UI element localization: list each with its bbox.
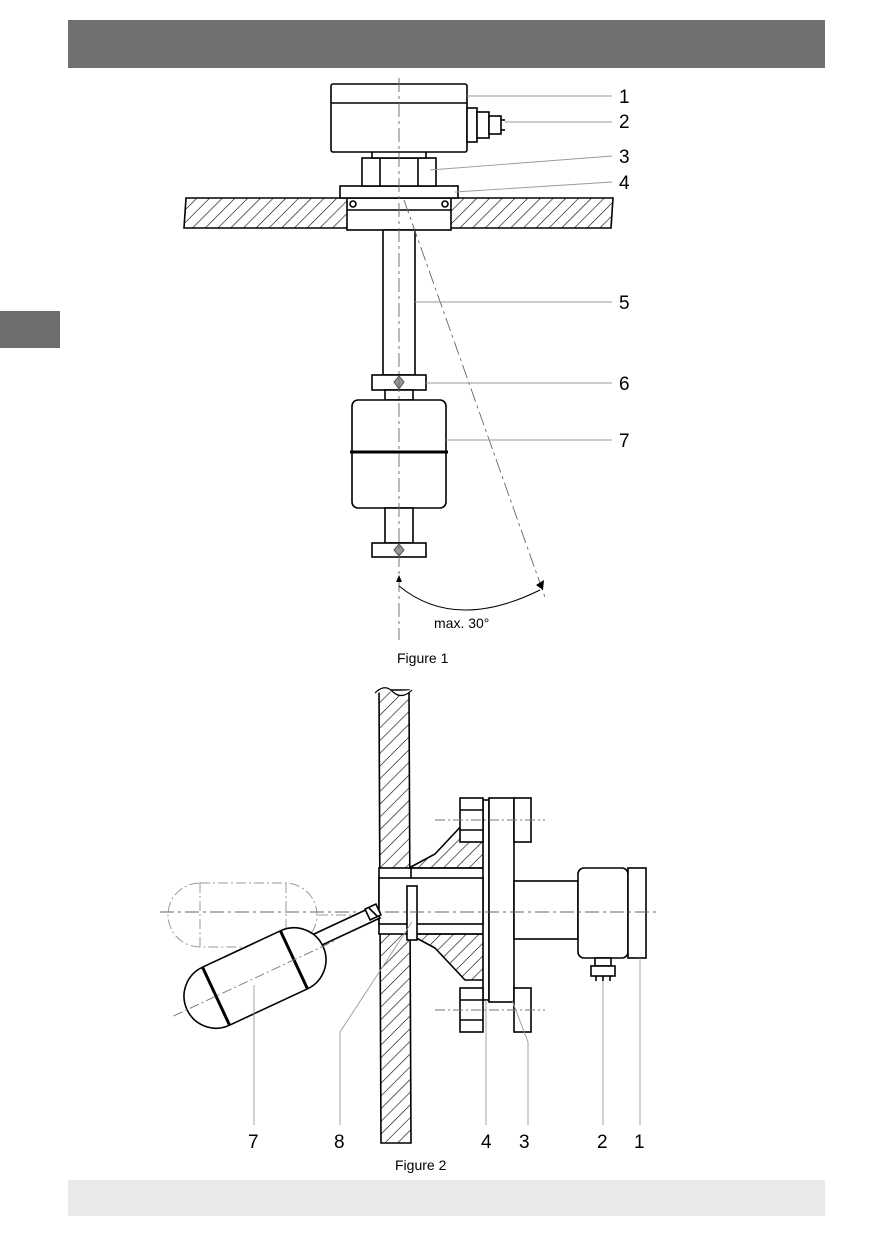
figure-2-cable-gland <box>591 958 615 981</box>
figure-2-housing <box>578 868 646 958</box>
figure-1 <box>184 78 613 640</box>
figure-2-callout-8: 8 <box>334 1132 345 1153</box>
figure-2-flange <box>489 798 514 1002</box>
figure-1-cable-gland <box>467 108 505 142</box>
figure-2-caption: Figure 2 <box>395 1157 447 1173</box>
figure-2 <box>160 688 660 1143</box>
figure-1-callout-1: 1 <box>619 87 630 108</box>
figure-1-callout-6: 6 <box>619 374 630 395</box>
figure-2-lever-arm <box>312 904 381 946</box>
figure-2-callout-4: 4 <box>481 1132 492 1153</box>
figure-1-callout-5: 5 <box>619 293 630 314</box>
figure-2-callout-1: 1 <box>634 1132 645 1153</box>
figure-2-gasket <box>483 800 489 1000</box>
figure-1-callout-3: 3 <box>619 147 630 168</box>
figure-2-callout-2: 2 <box>597 1132 608 1153</box>
figure-2-neck-tube <box>514 881 578 939</box>
figure-1-caption: Figure 1 <box>397 650 449 666</box>
figure-1-callout-7: 7 <box>619 431 630 452</box>
figure-2-callout-3: 3 <box>519 1132 530 1153</box>
figure-1-angle-label: max. 30° <box>434 615 489 631</box>
figure-1-callout-2: 2 <box>619 112 630 133</box>
figure-2-callout-7: 7 <box>248 1132 259 1153</box>
figure-1-angle-arc <box>396 575 544 610</box>
figure-1-callout-4: 4 <box>619 173 630 194</box>
